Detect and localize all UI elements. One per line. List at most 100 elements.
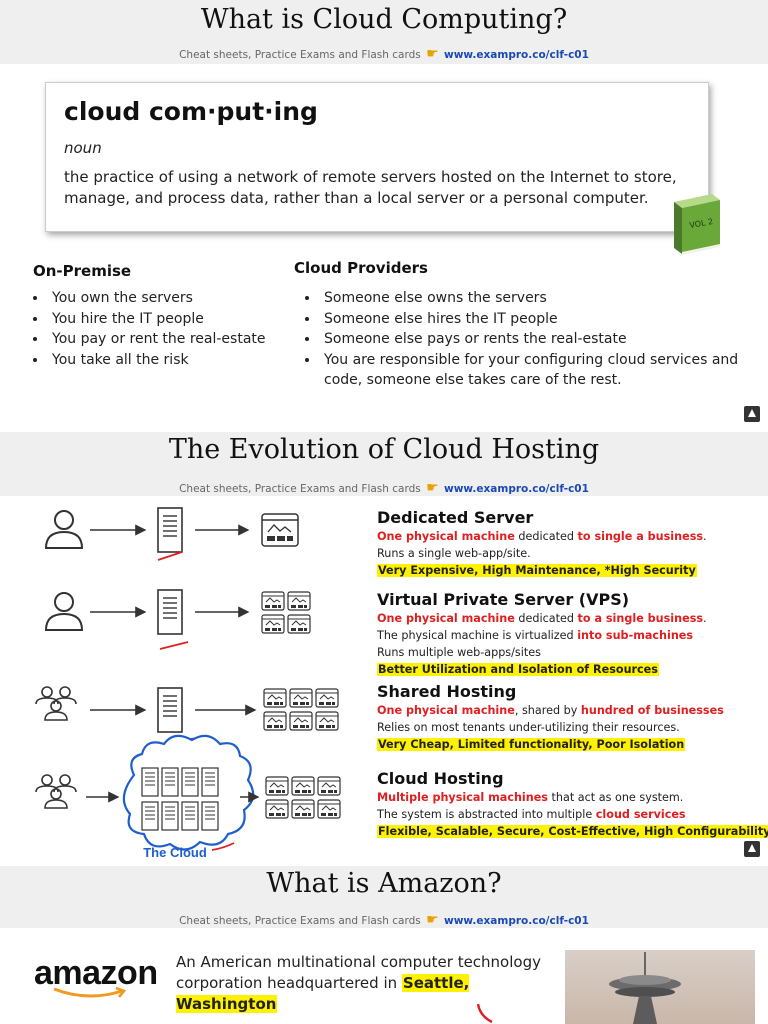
server-icon [157,507,183,553]
plain-text: . [703,612,707,625]
website-icon [265,799,289,819]
hosting-line: Runs multiple web-apps/sites [377,646,541,659]
slide1-subtitle: Cheat sheets, Practice Exams and Flash c… [0,46,768,62]
slide2-header-band [0,432,768,496]
users-group-icon [35,686,77,721]
website-icon [291,776,315,796]
website-icon [289,711,313,731]
server-icon [161,767,179,797]
pointing-hand-icon: ☛ [426,912,439,928]
highlight-text: Flexible, Scalable, Secure, Cost-Effecti… [377,825,768,838]
website-icon [315,688,339,708]
server-icon [141,767,159,797]
slide2-subtitle: Cheat sheets, Practice Exams and Flash c… [0,480,768,496]
pointing-hand-icon: ☛ [426,46,439,62]
slide-logo-icon [744,841,760,857]
plain-text: An American multinational computer techn… [176,953,541,992]
plain-text: dedicated [514,612,578,625]
server-icon [157,687,183,733]
emphasis-text: One physical machine [377,704,515,717]
plain-text: that act as one system. [547,791,684,804]
list-item: You are responsible for your configuring… [320,350,760,391]
slide3-title: What is Amazon? [266,868,502,899]
hosting-title: Shared Hosting [377,682,517,701]
subtitle-text: Cheat sheets, Practice Exams and Flash c… [179,49,421,61]
emphasis-text: to a single business [577,612,704,625]
dictionary-definition: the practice of using a network of remot… [64,168,677,207]
slide3-header-band [0,866,768,928]
emphasis-text: One physical machine [377,530,515,543]
website-icon [317,799,341,819]
logo-text: amazon [34,954,158,992]
website-icon [287,591,311,611]
cloud-label: The Cloud [143,845,207,860]
users-group-icon [35,774,77,809]
list-item: You take all the risk [48,350,298,371]
amazon-smile-icon [53,986,127,998]
emphasis-text: hundred of businesses [580,704,724,717]
website-icon [263,688,287,708]
plain-text: dedicated [514,530,578,543]
emphasis-text: into sub-machines [577,629,694,642]
list-item: You hire the IT people [48,309,298,330]
hosting-line: Multiple physical machines that act as o… [377,791,683,804]
hosting-title: Dedicated Server [377,508,534,527]
website-icon [261,513,299,547]
dictionary-part-of-speech: noun [64,139,102,157]
subtitle-text: Cheat sheets, Practice Exams and Flash c… [179,483,421,495]
emphasis-text: cloud services [595,808,686,821]
hosting-line: One physical machine dedicated to a sing… [377,612,707,625]
red-arrow-icon [476,1004,493,1024]
slide1-title: What is Cloud Computing? [200,4,568,35]
exampro-link[interactable]: www.exampro.co/clf-c01 [444,49,589,61]
website-icon [287,614,311,634]
server-icon [181,767,199,797]
hosting-highlight: Very Expensive, High Maintenance, *High … [377,564,697,577]
hosting-evolution-diagram: The Cloud [35,507,341,860]
slide2-title: The Evolution of Cloud Hosting [168,434,600,465]
user-icon [45,592,83,631]
list-item: Someone else owns the servers [320,288,760,309]
slide3-subtitle: Cheat sheets, Practice Exams and Flash c… [0,912,768,928]
dictionary-card: cloud com·put·ing noun the practice of u… [45,82,709,232]
server-icon [157,589,183,635]
list-item: You own the servers [48,288,298,309]
hosting-highlight: Better Utilization and Isolation of Reso… [377,663,659,676]
website-icon [289,688,313,708]
hosting-highlight: Flexible, Scalable, Secure, Cost-Effecti… [377,825,768,838]
plain-text: The system is abstracted into multiple [377,808,596,821]
slide1-header-band [0,0,768,64]
server-icon [201,801,219,831]
amazon-logo: amazon [34,954,158,993]
subtitle-text: Cheat sheets, Practice Exams and Flash c… [179,915,421,927]
hosting-highlight: Very Cheap, Limited functionality, Poor … [377,738,686,751]
exampro-link[interactable]: www.exampro.co/clf-c01 [444,915,589,927]
space-needle-icon [609,952,681,1024]
website-icon [261,614,285,634]
hosting-line: One physical machine, shared by hundred … [377,704,724,717]
hosting-line: Relies on most tenants under-utilizing t… [377,721,680,734]
server-icon [181,801,199,831]
user-icon [45,510,83,549]
plain-text: The physical machine is virtualized [377,629,578,642]
hosting-title: Cloud Hosting [377,769,504,788]
book-icon: VOL 2 [674,194,720,255]
hosting-title: Virtual Private Server (VPS) [377,590,630,609]
server-icon [201,767,219,797]
exampro-link[interactable]: www.exampro.co/clf-c01 [444,483,589,495]
emphasis-text: One physical machine [377,612,515,625]
highlight-text: Very Cheap, Limited functionality, Poor … [377,738,686,751]
server-icon [141,801,159,831]
onprem-heading: On-Premise [33,262,132,280]
book-label: VOL 2 [689,217,714,230]
plain-text: , shared by [514,704,581,717]
website-icon [261,591,285,611]
pointing-hand-icon: ☛ [426,480,439,496]
server-icon [161,801,179,831]
emphasis-text: to single a business [577,530,704,543]
space-needle-photo [565,950,755,1024]
highlight-text: Better Utilization and Isolation of Reso… [377,663,659,676]
hosting-line: One physical machine dedicated to single… [377,530,707,543]
cloud-providers-list: Someone else owns the servers Someone el… [304,288,760,391]
dictionary-word: cloud com·put·ing [64,97,318,126]
